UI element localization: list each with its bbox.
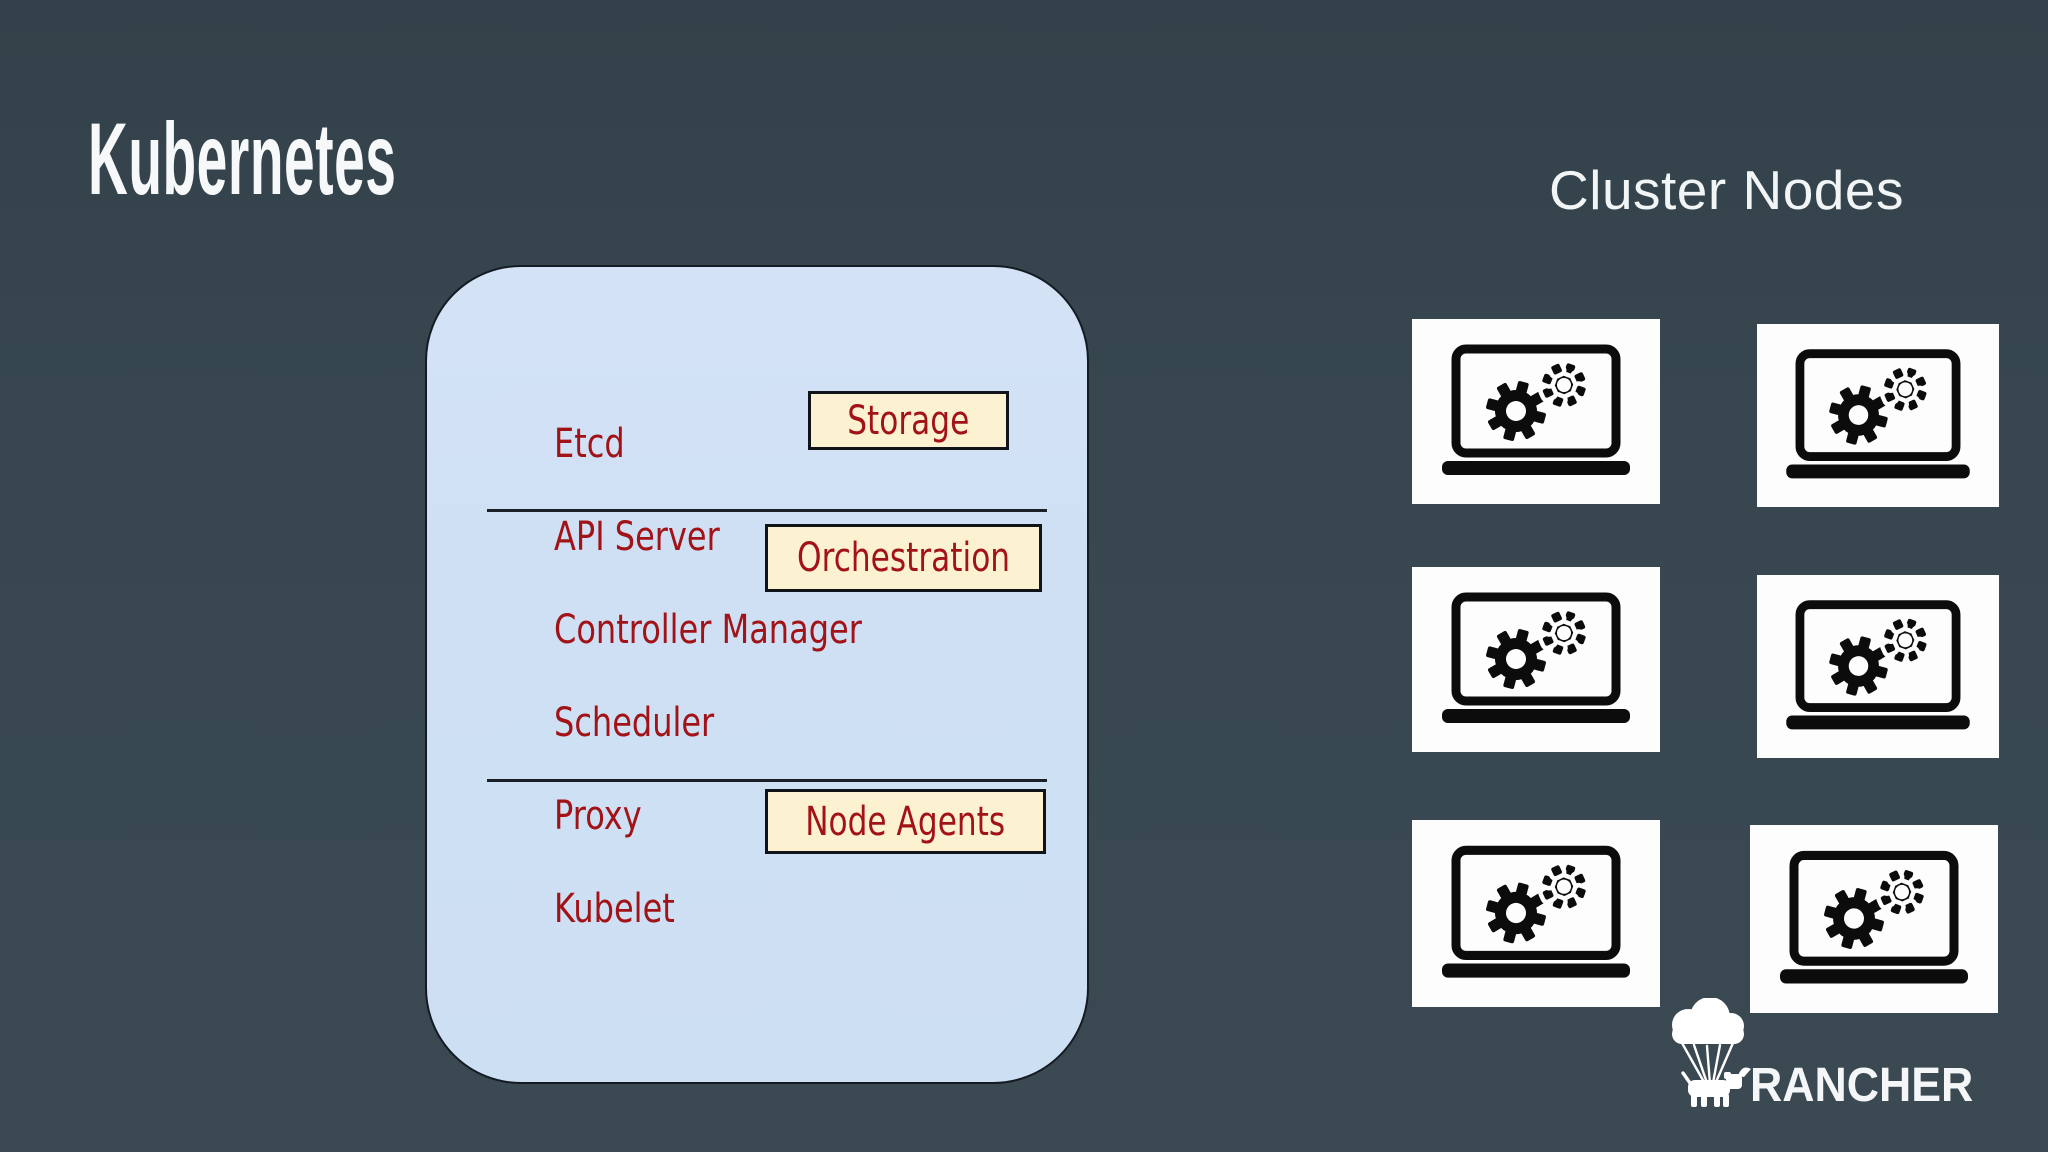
laptop-gears-icon (1750, 825, 1998, 1013)
component-label-etcd: Etcd (554, 421, 625, 467)
laptop-gears-icon (1412, 820, 1660, 1007)
kubernetes-panel: Etcd Storage API Server Orchestration Co… (425, 265, 1089, 1084)
page-title: Kubernetes (88, 102, 659, 216)
laptop-gears-icon (1412, 319, 1660, 504)
cluster-node-card (1757, 575, 1999, 758)
section-divider-2 (487, 779, 1047, 782)
cluster-nodes-heading: Cluster Nodes (1549, 159, 1904, 221)
cluster-node-card (1750, 825, 1998, 1013)
tag-storage: Storage (808, 391, 1009, 450)
cluster-node-card (1412, 820, 1660, 1007)
tag-node-agents: Node Agents (765, 789, 1046, 854)
cluster-node-card (1412, 319, 1660, 504)
laptop-gears-icon (1412, 567, 1660, 752)
component-label-controller-manager: Controller Manager (554, 607, 862, 653)
rancher-wordmark: RANCHER (1750, 1059, 1974, 1112)
rancher-cow-parachute-icon (1672, 998, 1751, 1107)
component-label-proxy: Proxy (554, 793, 642, 839)
laptop-gears-icon (1757, 575, 1999, 758)
cluster-node-card (1412, 567, 1660, 752)
component-label-scheduler: Scheduler (554, 700, 715, 746)
tag-orchestration: Orchestration (765, 524, 1042, 592)
page-title-text: Kubernetes (88, 102, 397, 216)
section-divider-1 (487, 509, 1047, 512)
laptop-gears-icon (1757, 324, 1999, 507)
cluster-node-card (1757, 324, 1999, 507)
component-label-api-server: API Server (554, 514, 720, 560)
component-label-kubelet: Kubelet (554, 886, 675, 932)
